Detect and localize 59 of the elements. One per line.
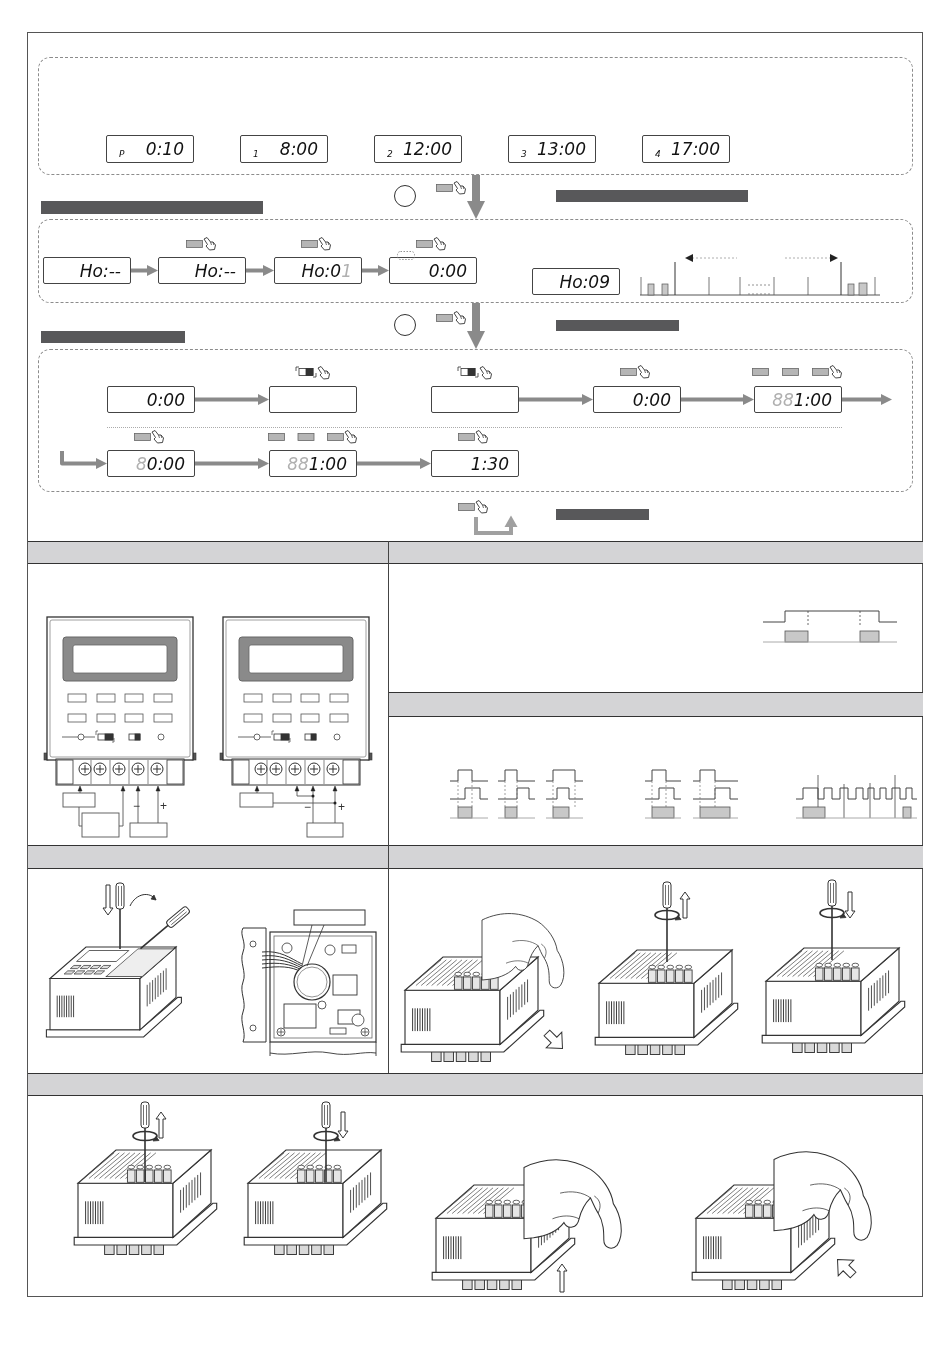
- program-number: 1: [253, 149, 259, 159]
- arrow: [357, 458, 431, 469]
- arrow: [195, 458, 269, 469]
- lcd-display: [754, 386, 842, 413]
- lcd-display: [106, 135, 194, 163]
- faded-digits: 1: [341, 260, 352, 281]
- faded-digits: 88: [287, 453, 309, 474]
- dashed-panel: [38, 57, 913, 175]
- arrow: [246, 265, 274, 276]
- polarity-label: −: [133, 800, 140, 813]
- arrow: [362, 265, 389, 276]
- program-number: 4: [655, 149, 661, 159]
- lcd-display: [274, 257, 362, 284]
- faded-digits: 8: [136, 453, 147, 474]
- lcd-digits: 17:00: [671, 139, 720, 159]
- lcd-digits: 1:00: [308, 453, 347, 474]
- polarity-label: +: [338, 801, 345, 814]
- lcd-digits: Ho:09: [559, 271, 610, 292]
- lcd-display: [642, 135, 730, 163]
- lcd-digits: 13:00: [537, 139, 586, 159]
- lcd-display: [269, 450, 357, 477]
- polarity-label: +: [160, 800, 167, 813]
- lcd-display: [107, 386, 195, 413]
- arrow: [681, 394, 754, 405]
- lcd-display: [107, 450, 195, 477]
- faded-digits: 88: [772, 389, 794, 410]
- lcd-digits: 0:00: [146, 453, 185, 474]
- lcd-digits: Ho:--: [194, 260, 236, 281]
- lcd-display: [532, 268, 620, 295]
- lcd-display: [593, 386, 681, 413]
- arrow: [60, 451, 107, 469]
- program-number: 3: [521, 149, 527, 159]
- program-number: P: [119, 149, 125, 159]
- lcd-digits: 8:00: [279, 139, 318, 159]
- arrow: [131, 265, 158, 276]
- lcd-display: [269, 386, 357, 413]
- arrow: [195, 394, 269, 405]
- program-number: 2: [387, 149, 393, 159]
- lcd-digits: 0:00: [146, 389, 185, 410]
- lcd-digits: 0:00: [428, 260, 467, 281]
- lcd-display: [389, 257, 477, 284]
- lcd-display: [431, 386, 519, 413]
- lcd-display: [508, 135, 596, 163]
- arrow: [519, 394, 593, 405]
- arrow: [842, 394, 892, 405]
- lcd-display: [43, 257, 131, 284]
- lcd-digits: Ho:--: [79, 260, 121, 281]
- lcd-digits: 12:00: [403, 139, 452, 159]
- lcd-display: [431, 450, 519, 477]
- lcd-display: [240, 135, 328, 163]
- lcd-digits: 1:00: [793, 389, 832, 410]
- lcd-digits: 0:00: [632, 389, 671, 410]
- lcd-display: [374, 135, 462, 163]
- lcd-display: [158, 257, 246, 284]
- lcd-digits: Ho:0: [301, 260, 342, 281]
- polarity-label: −: [304, 801, 311, 814]
- lcd-digits: 1:30: [470, 453, 509, 474]
- lcd-digits: 0:10: [145, 139, 184, 159]
- dashed-panel: [38, 219, 913, 303]
